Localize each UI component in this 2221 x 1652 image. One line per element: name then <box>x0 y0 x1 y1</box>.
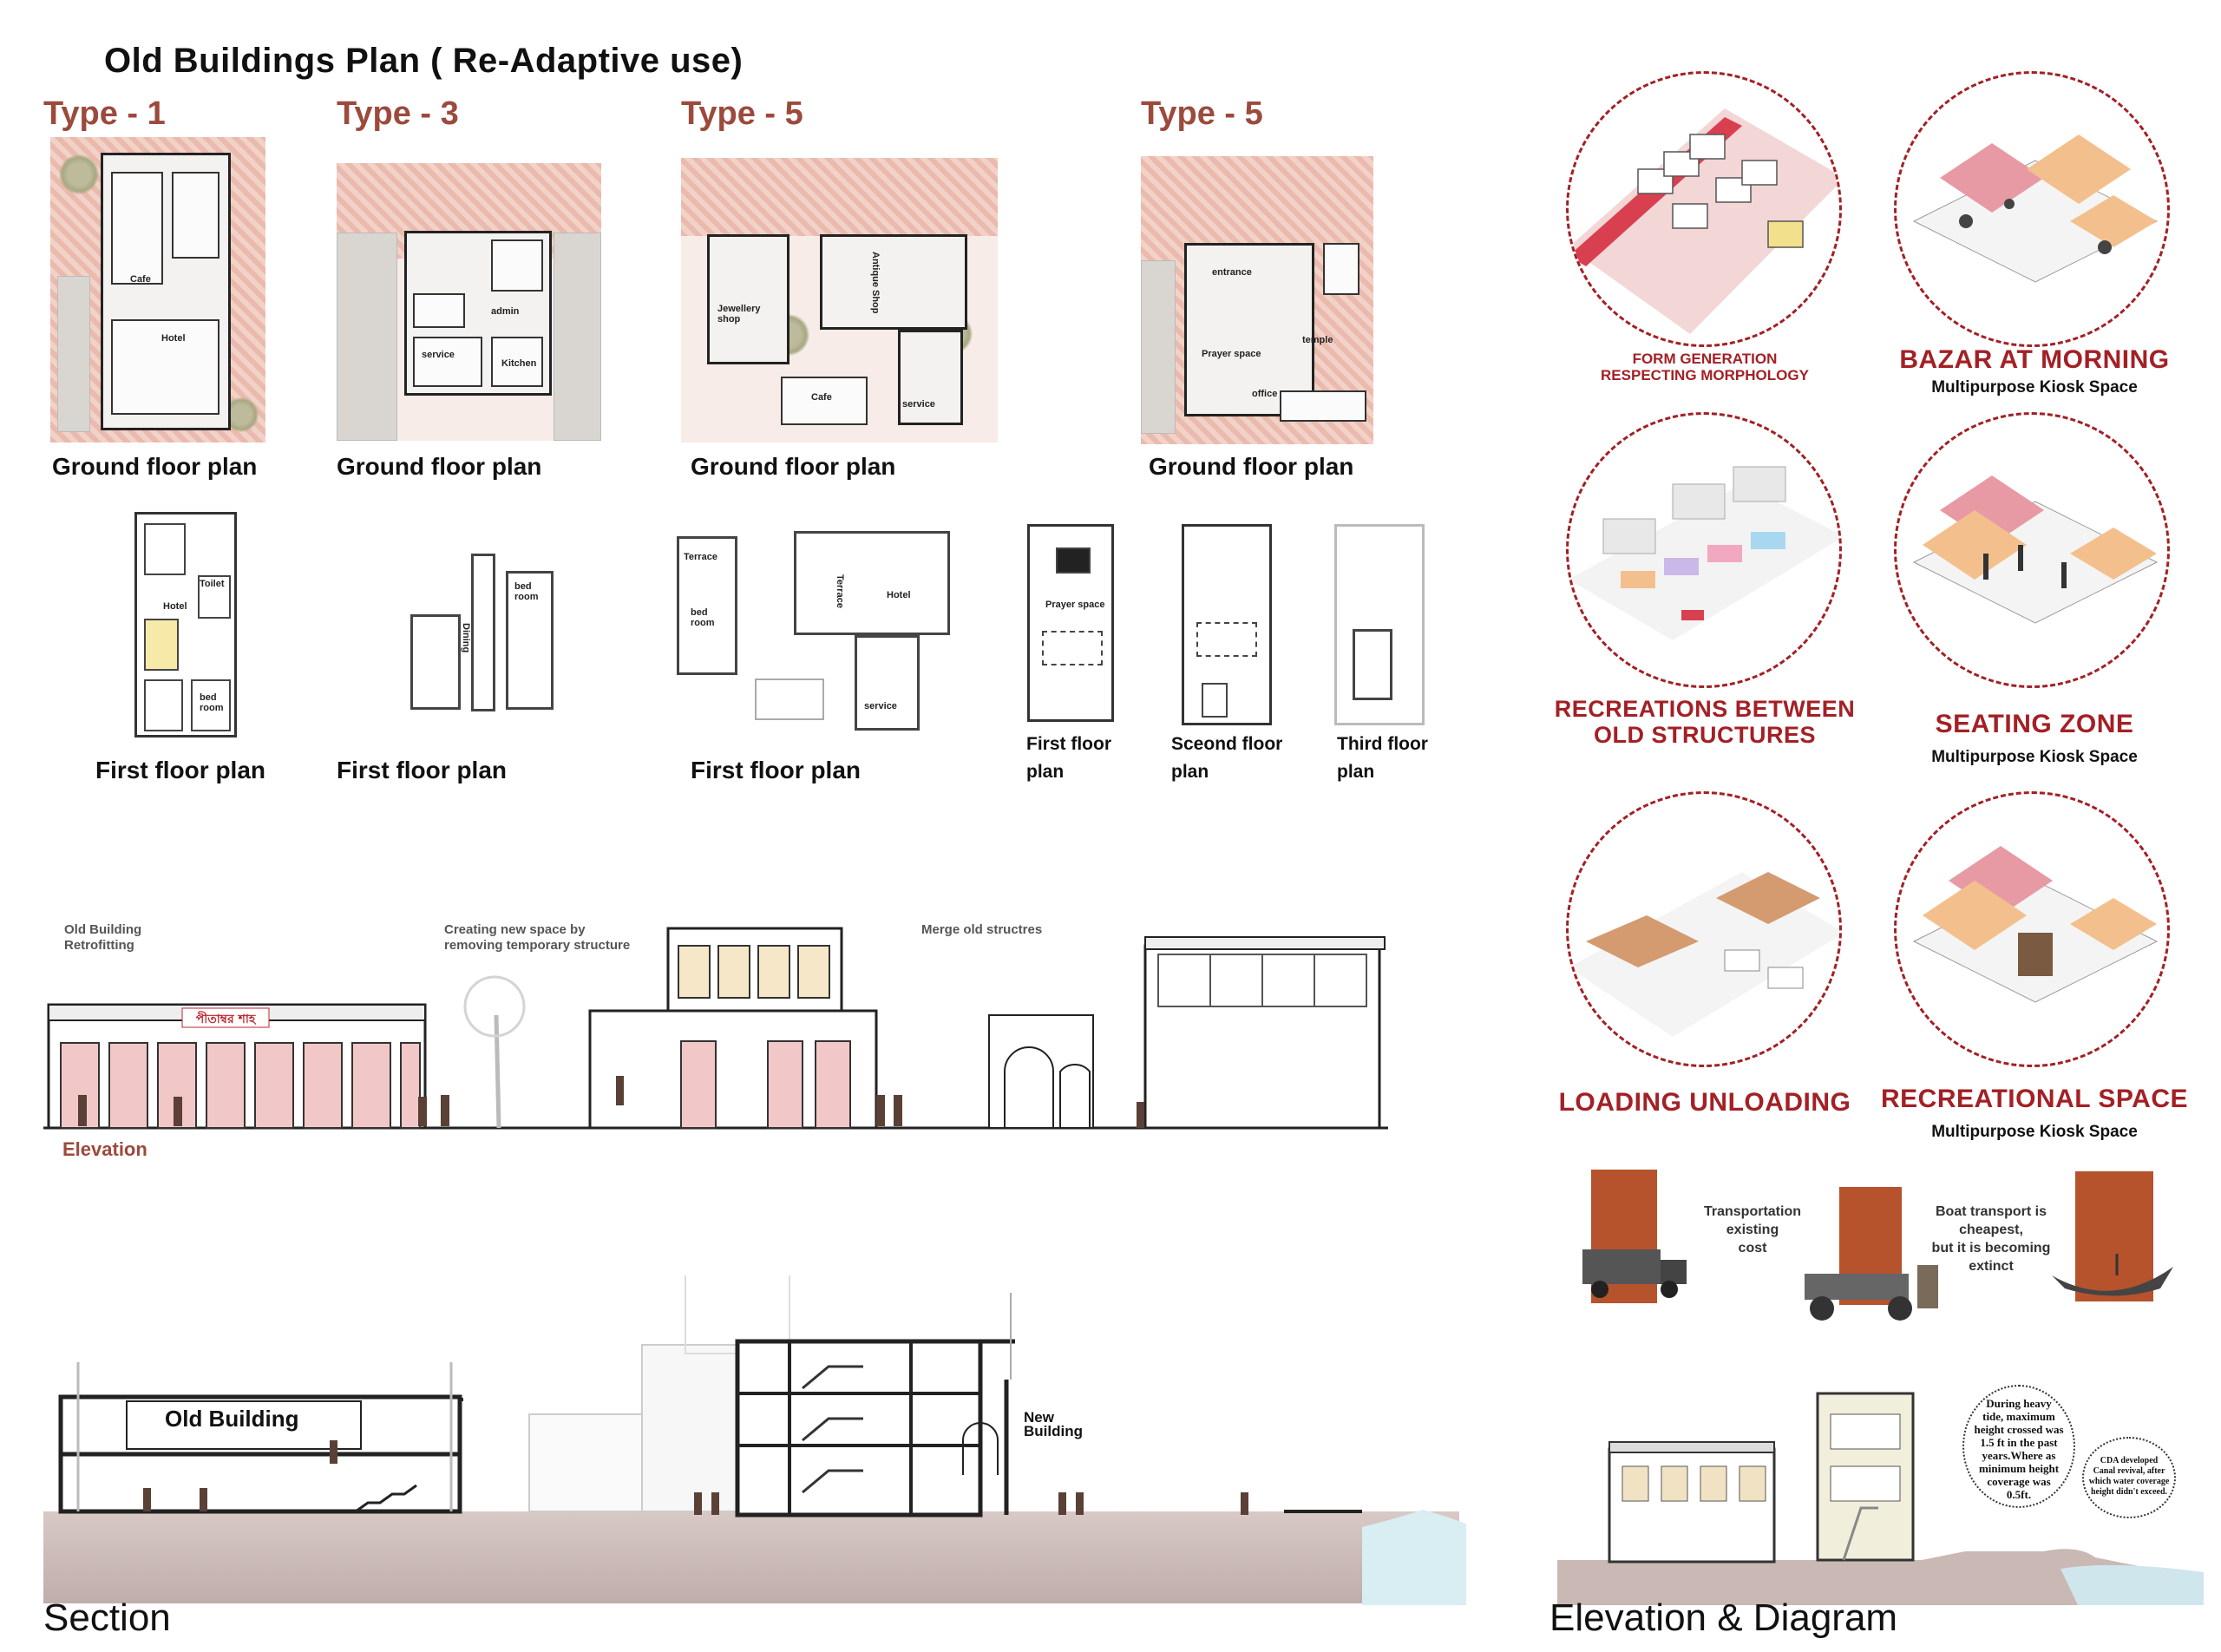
room-admin: admin <box>491 306 520 317</box>
diagram-title-2: BAZAR AT MORNING <box>1899 345 2170 374</box>
transport-note-2: Boat transport is cheapest, but it is be… <box>1931 1204 2051 1274</box>
diagram-sub-2: Multipurpose Kiosk Space <box>1931 378 2138 397</box>
diagram-title-1: FORM GENERATION RESPECTING MORPHOLOGY <box>1601 351 1809 384</box>
room-cafe: Cafe <box>130 274 151 285</box>
ff-service-t5: service <box>864 701 897 711</box>
second-plan-type5b <box>1182 524 1272 725</box>
type-label-5b: Type - 5 <box>1141 95 1263 132</box>
type-label-3: Type - 3 <box>337 95 459 132</box>
upper-first-label: First floor plan <box>1026 734 1111 782</box>
diagram-sub-6: Multipurpose Kiosk Space <box>1931 1123 2138 1141</box>
room-kitchen: Kitchen <box>501 358 537 369</box>
first-floor-label-3: First floor plan <box>337 757 507 783</box>
room-jewellery: Jewellery shop <box>717 304 761 324</box>
ff-prayer: Prayer space <box>1045 600 1105 610</box>
ground-floor-label-3: Ground floor plan <box>337 453 542 480</box>
type-label-5a: Type - 5 <box>681 95 803 132</box>
ground-plan-type5a: Jewellery shop Antique Shop Cafe service <box>681 158 998 442</box>
cost-card-boat <box>2075 1171 2153 1301</box>
old-building-label: Old Building <box>165 1406 299 1432</box>
shop-sign: পীতাম্বর শাহ <box>196 1011 257 1026</box>
tide-note-bubble: During heavy tide, maximum height crosse… <box>1962 1385 2075 1508</box>
section-caption: Section <box>43 1596 171 1639</box>
note-creating: Creating new space by removing temporary… <box>444 922 631 953</box>
ff-bedroom-t3: bed room <box>514 581 539 602</box>
ff-hotel: Hotel <box>163 601 187 612</box>
section-ground <box>43 1511 1459 1603</box>
first-floor-label-5a: First floor plan <box>691 757 861 783</box>
room-temple: temple <box>1302 335 1333 345</box>
truck-icon <box>1582 1249 1687 1298</box>
ff-terrace-b: Terrace <box>835 574 845 608</box>
elevation-diagram-caption: Elevation & Diagram <box>1549 1596 1898 1639</box>
room-office: office <box>1252 389 1278 399</box>
transport-note-1: Transportation existing cost <box>1703 1204 1801 1255</box>
diagram-bazar-morning <box>1894 71 2170 347</box>
ground-plan-type1: Cafe Hotel <box>50 137 265 442</box>
ground-floor-label-5b: Ground floor plan <box>1149 453 1354 480</box>
ff-toilet: Toilet <box>200 579 225 589</box>
first-plan-type1: Toilet Hotel bed room <box>134 512 237 738</box>
river-elevation-drawing <box>1557 1392 2204 1605</box>
ff-bedroom-t1: bed room <box>200 692 224 713</box>
first-plan-type5a: Terrace bed room Terrace Hotel service <box>677 531 954 738</box>
first-plan-type5b: Prayer space <box>1027 524 1114 722</box>
first-floor-label-1: First floor plan <box>95 757 265 783</box>
ff-bedroom-t5: bed room <box>691 607 715 628</box>
ff-terrace-a: Terrace <box>684 552 717 562</box>
upper-third-label: Third floor plan <box>1337 734 1428 782</box>
diagram-title-5: LOADING UNLOADING <box>1558 1088 1851 1117</box>
room-entrance: entrance <box>1212 267 1252 278</box>
room-cafe-t5: Cafe <box>811 392 832 403</box>
ground-plan-type5b: entrance Prayer space temple office <box>1141 156 1373 444</box>
page-title: Old Buildings Plan ( Re-Adaptive use) <box>104 42 744 80</box>
upper-second-label: Sceond floor plan <box>1171 734 1283 782</box>
note-retrofit: Old Building Retrofitting <box>64 922 142 953</box>
ff-hotel-t5: Hotel <box>887 590 911 600</box>
elevation-drawing: পীতাম্বর শাহ <box>43 927 1388 1130</box>
room-service-t3: service <box>422 350 455 360</box>
note-merge: Merge old structres <box>921 922 1043 937</box>
section-drawing <box>58 1275 1466 1605</box>
elevation-caption: Elevation <box>62 1138 147 1160</box>
diagram-title-3: RECREATIONS BETWEEN OLD STRUCTURES <box>1554 696 1856 748</box>
ground-plan-type3: admin Kitchen service <box>337 163 601 441</box>
diagram-seating-zone <box>1894 412 2170 688</box>
ground-floor-label-5a: Ground floor plan <box>691 453 896 480</box>
diagram-form-generation <box>1566 71 1842 347</box>
room-service-t5: service <box>902 399 935 410</box>
diagram-title-6: RECREATIONAL SPACE <box>1880 1085 2189 1113</box>
diagram-loading <box>1566 791 1842 1067</box>
ground-floor-label-1: Ground floor plan <box>52 453 258 480</box>
boat-icon <box>2052 1254 2173 1296</box>
room-antique: Antique Shop <box>870 252 881 314</box>
new-building-label: New Building <box>1024 1409 1083 1439</box>
ff-dining: Dining <box>461 623 471 653</box>
room-prayer: Prayer space <box>1202 349 1261 359</box>
diagram-recreations <box>1566 412 1842 688</box>
type-label-1: Type - 1 <box>43 95 166 132</box>
diagram-sub-4: Multipurpose Kiosk Space <box>1931 748 2138 766</box>
third-plan-type5b <box>1334 524 1425 725</box>
diagram-title-4: SEATING ZONE <box>1935 710 2134 738</box>
cart-icon <box>1805 1265 1938 1321</box>
cda-note-bubble: CDA developed Canal revival, after which… <box>2082 1437 2176 1518</box>
diagram-recreational-space <box>1894 791 2170 1067</box>
first-plan-type3: Dining bed room <box>410 554 554 711</box>
room-hotel: Hotel <box>161 333 186 344</box>
